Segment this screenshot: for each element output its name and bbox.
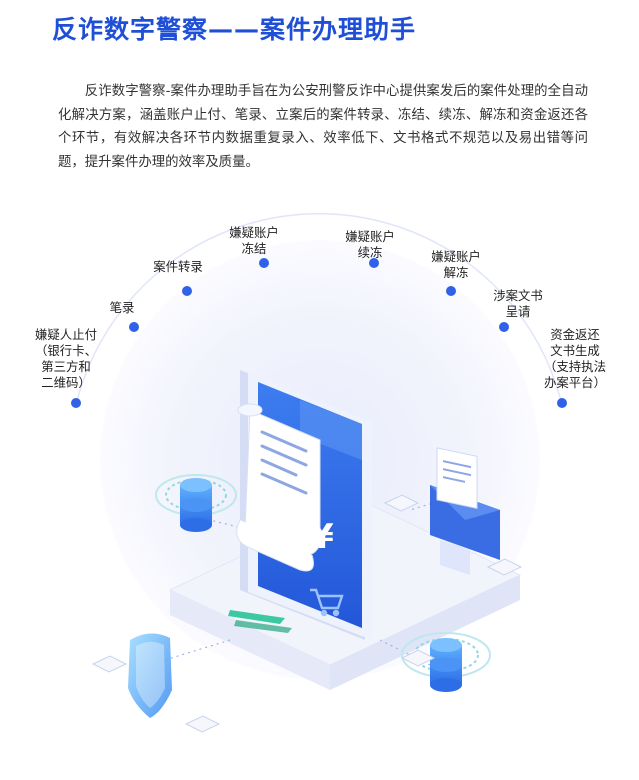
step-label-transfer: 案件转录 bbox=[123, 259, 233, 275]
yen-icon: ¥ bbox=[310, 517, 334, 557]
shield-icon bbox=[128, 633, 172, 718]
step-line: 资金返还 bbox=[550, 327, 600, 342]
step-line: 解冻 bbox=[443, 265, 469, 280]
data-coin-stack-icon bbox=[155, 474, 237, 532]
step-line: 嫌疑人止付 bbox=[35, 327, 97, 342]
step-label-record: 笔录 bbox=[67, 300, 177, 316]
step-label-documents: 涉案文书 呈请 bbox=[463, 288, 573, 320]
step-dot-freeze bbox=[259, 258, 269, 268]
envelope-document-icon bbox=[430, 447, 500, 575]
step-label-refund: 资金返还 文书生成 （支持执法 办案平台） bbox=[520, 327, 630, 391]
step-line: 第三方和 bbox=[41, 359, 91, 374]
dotted-connectors bbox=[164, 494, 461, 666]
step-line: 二维码） bbox=[41, 375, 91, 390]
step-line: 办案平台） bbox=[544, 375, 606, 390]
chip-icon bbox=[91, 494, 523, 733]
step-line: 冻结 bbox=[241, 241, 267, 256]
step-line: （银行卡、 bbox=[35, 343, 97, 358]
intro-paragraph: 反诈数字警察-案件办理助手旨在为公安刑警反诈中心提供案发后的案件处理的全自动化解… bbox=[58, 84, 588, 170]
step-label-renew-freeze: 嫌疑账户 续冻 bbox=[315, 229, 425, 261]
step-line: 文书生成 bbox=[550, 343, 600, 358]
step-line: 嫌疑账户 bbox=[229, 225, 279, 240]
step-label-freeze: 嫌疑账户 冻结 bbox=[199, 225, 309, 257]
step-label-unfreeze: 嫌疑账户 解冻 bbox=[401, 249, 511, 281]
step-line: 笔录 bbox=[109, 300, 135, 315]
step-line: （支持执法 bbox=[544, 359, 606, 374]
step-line: 嫌疑账户 bbox=[431, 249, 481, 264]
data-coin-stack-icon bbox=[401, 632, 491, 692]
step-dot-renew-freeze bbox=[369, 258, 379, 268]
step-label-stop-payment: 嫌疑人止付 （银行卡、 第三方和 二维码） bbox=[11, 327, 121, 391]
page-title: 反诈数字警察——案件办理助手 bbox=[52, 15, 417, 44]
cart-icon bbox=[310, 588, 344, 617]
pen-icon bbox=[228, 610, 292, 633]
step-line: 续冻 bbox=[357, 245, 383, 260]
document-scroll-icon bbox=[236, 403, 321, 572]
step-dot-unfreeze bbox=[446, 286, 456, 296]
step-line: 案件转录 bbox=[153, 259, 203, 274]
step-dot-record bbox=[129, 322, 139, 332]
step-line: 呈请 bbox=[505, 304, 531, 319]
step-line: 涉案文书 bbox=[493, 288, 543, 303]
step-dot-stop-payment bbox=[71, 398, 81, 408]
step-dot-documents bbox=[499, 322, 509, 332]
step-line: 嫌疑账户 bbox=[345, 229, 395, 244]
step-dot-transfer bbox=[182, 286, 192, 296]
step-dot-refund bbox=[557, 398, 567, 408]
